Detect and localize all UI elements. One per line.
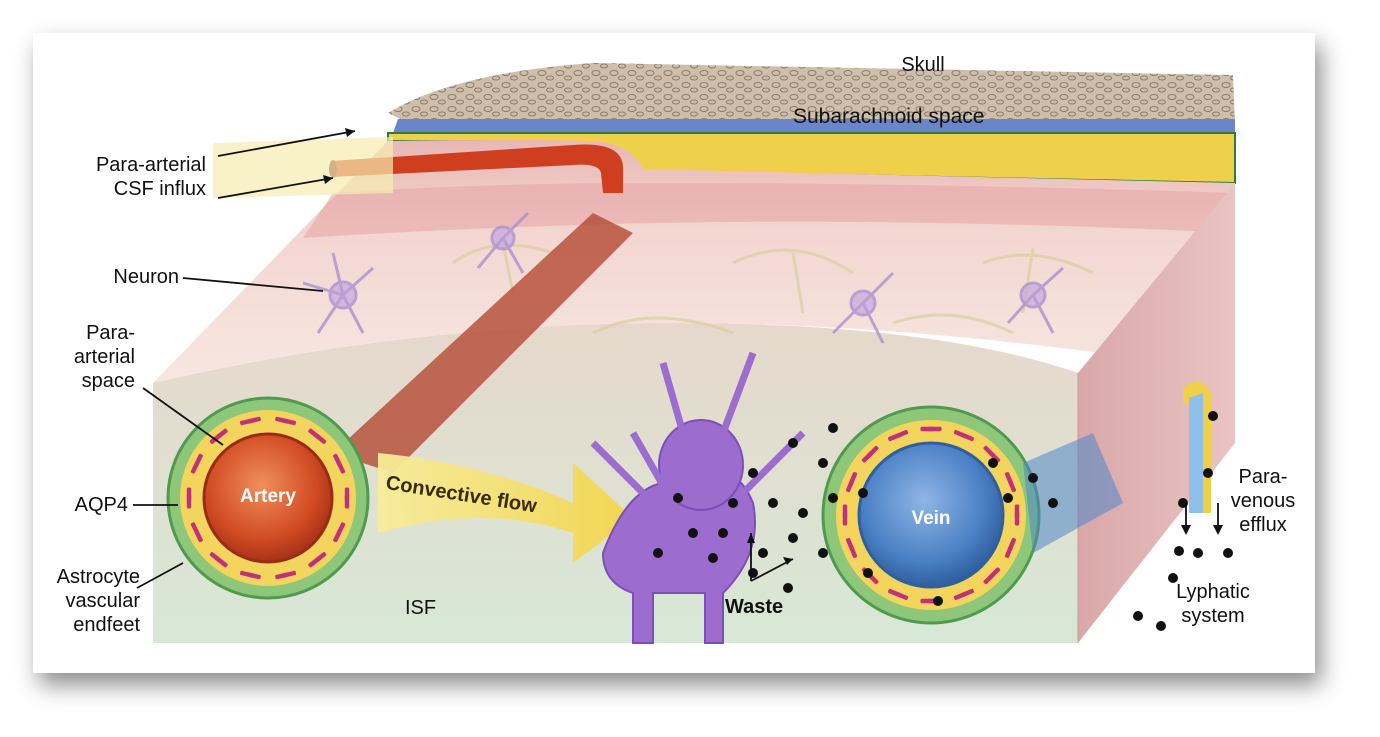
aqp4-channel xyxy=(888,588,902,598)
aqp4-channel xyxy=(960,432,974,442)
penetrating-artery xyxy=(333,213,633,473)
aqp4-channel xyxy=(333,528,343,543)
waste-particle xyxy=(1048,498,1058,508)
aqp4-channel xyxy=(848,472,858,486)
aqp4-channel xyxy=(866,445,879,458)
aqp4-channel xyxy=(953,591,968,601)
aqp4-channel xyxy=(1004,544,1014,558)
waste-particle xyxy=(768,498,778,508)
tissue-side-face xyxy=(1078,183,1235,643)
vein-to-side-channel xyxy=(1023,433,1123,553)
aqp4-channel xyxy=(308,556,321,568)
neuron-cells-background xyxy=(302,211,1065,344)
waste-particle xyxy=(728,498,738,508)
para-arterial-space-label: Para- arterial space xyxy=(73,322,135,392)
aqp4-channel xyxy=(246,416,261,424)
aqp4-channel xyxy=(193,453,203,468)
aqp4-channel xyxy=(1014,511,1020,526)
waste-particle xyxy=(863,568,873,578)
waste-particle xyxy=(828,493,838,503)
lymphatic-system-label: Lyphatic system xyxy=(1176,581,1250,627)
aqp4-channel xyxy=(920,598,935,604)
waste-particle xyxy=(1028,473,1038,483)
waste-particle xyxy=(748,568,758,578)
waste-particle xyxy=(1133,611,1143,621)
neuron-label: Neuron xyxy=(113,266,179,288)
waste-particle xyxy=(818,458,828,468)
aqp4-channel xyxy=(186,487,192,502)
convective-flow-arrow xyxy=(378,453,633,563)
aqp4-channel xyxy=(927,426,942,432)
aqp4-label: AQP4 xyxy=(74,494,128,516)
surface-artery xyxy=(331,144,623,193)
waste-particle xyxy=(1003,493,1013,503)
aqp4-channel xyxy=(275,572,290,580)
para-venous-efflux-label: Para- venous efflux xyxy=(1230,466,1296,536)
waste-particle xyxy=(1203,468,1213,478)
waste-particle xyxy=(653,548,663,558)
waste-particle xyxy=(758,548,768,558)
waste-particle xyxy=(788,533,798,543)
arrowheads xyxy=(323,128,1223,565)
aqp4-channel xyxy=(894,429,909,439)
waste-particle xyxy=(1168,573,1178,583)
isf-label: ISF xyxy=(405,597,437,619)
aqp4-channel xyxy=(215,428,228,440)
waste-particle xyxy=(828,423,838,433)
leader-lines xyxy=(133,130,1219,589)
waste-particle xyxy=(1174,546,1184,556)
aqp4-channel xyxy=(845,537,855,552)
waste-particle xyxy=(1223,548,1233,558)
waste-particle xyxy=(1156,621,1166,631)
skull-label: Skull xyxy=(901,54,945,76)
glymphatic-diagram xyxy=(133,63,1236,644)
waste-particle xyxy=(933,596,943,606)
aqp4-channel xyxy=(209,552,223,564)
subarachnoid-space-label: Subarachnoid space xyxy=(793,105,985,128)
waste-particle xyxy=(858,488,868,498)
pia-band xyxy=(303,183,1235,238)
dura-band xyxy=(393,119,1235,135)
influx-channel xyxy=(213,137,393,198)
aqp4-channel xyxy=(281,418,297,426)
aqp4-channel xyxy=(983,572,996,585)
aqp4-channel xyxy=(988,450,1001,463)
aqp4-channel xyxy=(239,570,255,578)
waste-particle xyxy=(1208,411,1218,421)
aqp4-channel xyxy=(842,504,848,519)
aqp4-channel xyxy=(1007,478,1017,493)
vein-label: Vein xyxy=(911,508,951,529)
aqp4-channel xyxy=(344,494,350,509)
waste-particle xyxy=(988,458,998,468)
waste-particle xyxy=(1193,548,1203,558)
waste-particle xyxy=(688,528,698,538)
figure-card: Skull Subarachnoid space Para-arterial C… xyxy=(33,33,1315,673)
skull-layer xyxy=(388,63,1235,125)
waste-particle xyxy=(673,493,683,503)
aqp4-channel xyxy=(336,460,346,474)
waste-particle xyxy=(718,528,728,538)
waste-particle xyxy=(798,508,808,518)
artery-label: Artery xyxy=(240,486,296,507)
para-arterial-influx-label: Para-arterial CSF influx xyxy=(95,154,206,200)
waste-particle xyxy=(748,468,758,478)
waste-label: Waste xyxy=(725,596,784,618)
aqp4-channel xyxy=(190,522,200,536)
astrocyte-endfeet-label: Astrocyte vascular endfeet xyxy=(56,566,140,636)
aqp4-channel xyxy=(313,432,327,444)
aqp4-channels-artery xyxy=(186,416,350,580)
waste-particle xyxy=(818,548,828,558)
waste-particle xyxy=(708,553,718,563)
waste-particle xyxy=(788,438,798,448)
waste-particle xyxy=(783,583,793,593)
artery-perivascular-assembly xyxy=(166,396,370,600)
vein-perivascular-assembly xyxy=(821,405,1041,625)
